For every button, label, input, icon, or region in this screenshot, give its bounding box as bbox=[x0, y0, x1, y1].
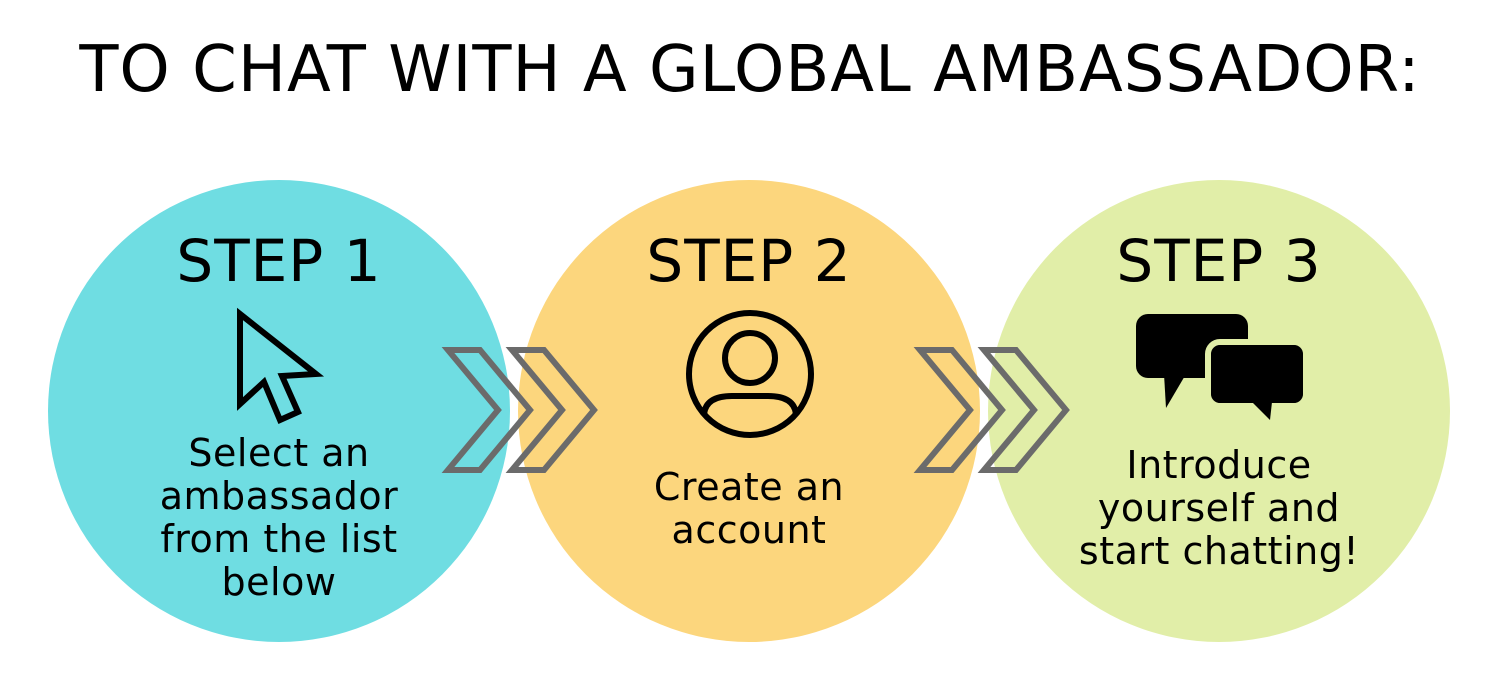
step-1-line-3: from the list bbox=[160, 517, 398, 561]
step-3-line-1: Introduce bbox=[1126, 443, 1312, 487]
step-1-line-2: ambassador bbox=[159, 474, 399, 518]
step-1-line-1: Select an bbox=[188, 431, 370, 475]
step-2-label: STEP 2 bbox=[646, 227, 852, 295]
step-1-description: Select an ambassador from the list below bbox=[99, 432, 459, 604]
cursor-arrow-icon bbox=[237, 307, 325, 424]
step-3-description: Introduce yourself and start chatting! bbox=[1039, 444, 1399, 573]
step-2-line-1: Create an bbox=[653, 465, 845, 509]
user-account-icon bbox=[686, 310, 814, 438]
chat-bubbles-icon bbox=[1136, 314, 1309, 420]
double-chevron-right-icon bbox=[913, 347, 1070, 473]
step-3-line-2: yourself and bbox=[1097, 486, 1341, 530]
step-1-label: STEP 1 bbox=[176, 227, 382, 295]
double-chevron-right-icon bbox=[441, 347, 598, 473]
step-2-line-2: account bbox=[671, 508, 827, 552]
step-3-line-3: start chatting! bbox=[1078, 529, 1360, 573]
step-3-label: STEP 3 bbox=[1116, 227, 1322, 295]
step-2-description: Create an account bbox=[569, 466, 929, 552]
step-1-line-4: below bbox=[221, 560, 337, 604]
page-title: TO CHAT WITH A GLOBAL AMBASSADOR: bbox=[79, 33, 1421, 107]
